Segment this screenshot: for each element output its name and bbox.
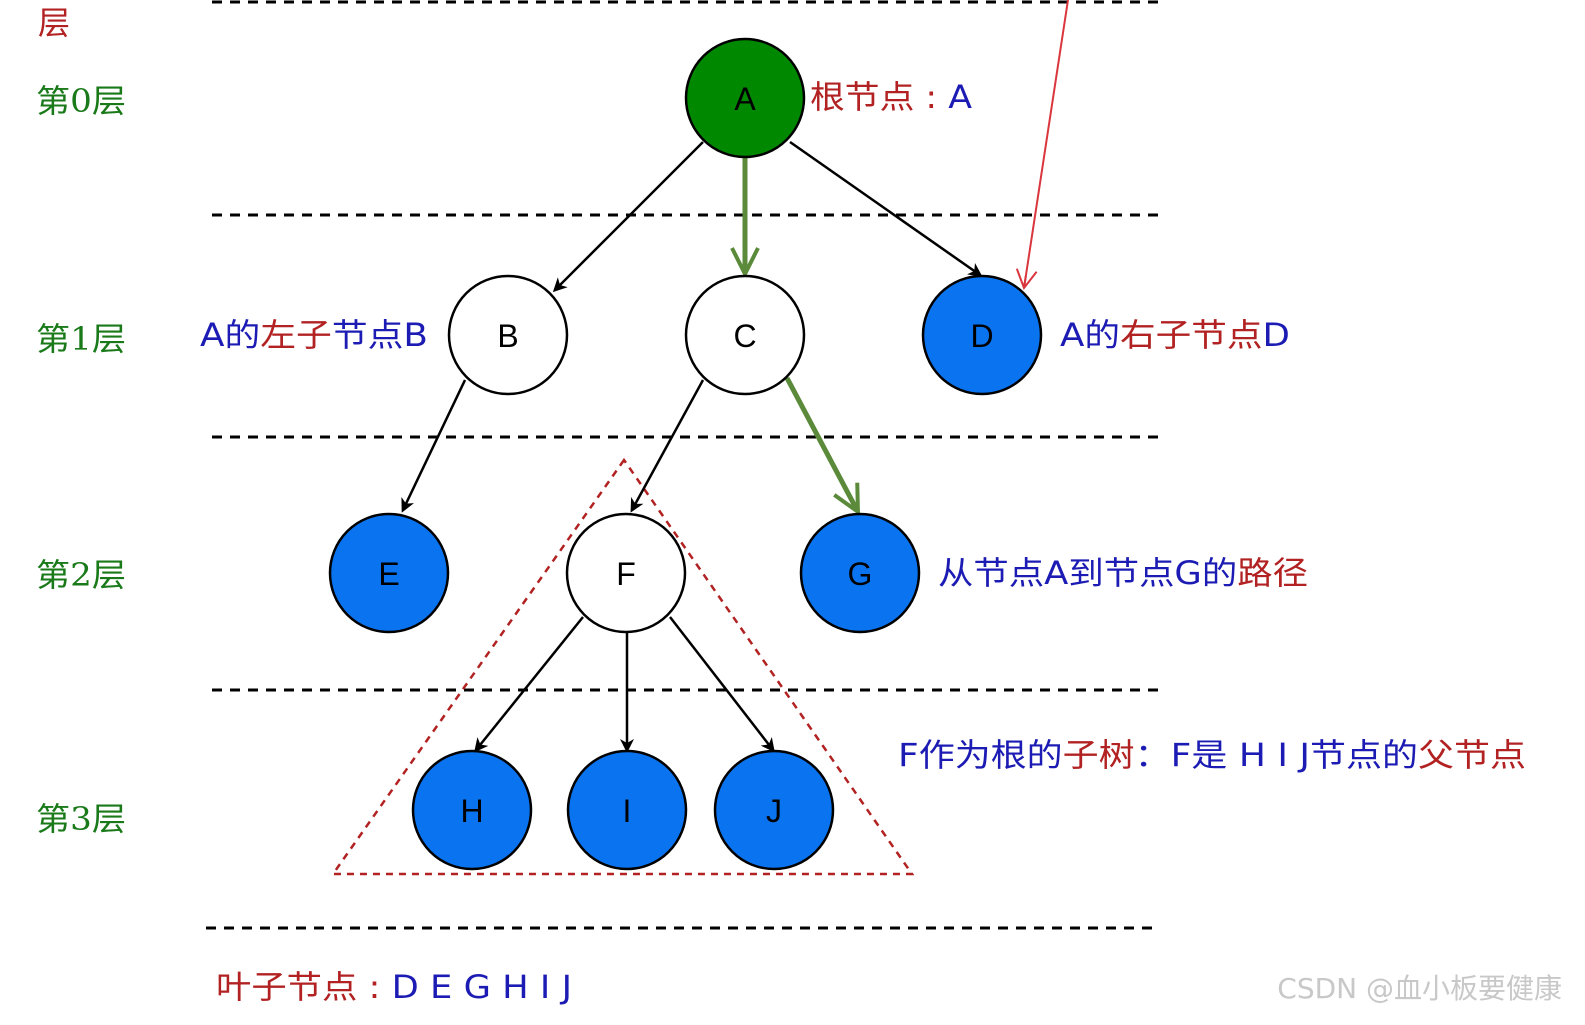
node-h[interactable]: H [411, 749, 533, 871]
node-e[interactable]: E [328, 512, 450, 634]
subtree-triangle [330, 457, 915, 876]
node-b[interactable]: B [447, 274, 569, 396]
edge-a-b [552, 141, 704, 293]
subtree-annotation-tail: 节点 [1454, 736, 1526, 774]
right-child-node-word: 节点 [1191, 316, 1262, 354]
path-annotation-text: 从节点A到节点G的 [938, 554, 1237, 592]
level-separators [206, 0, 1162, 930]
node-a[interactable]: A [684, 37, 806, 159]
left-child-parent: A [200, 316, 225, 354]
leaves-annotation-label: 叶子节点 : [216, 968, 392, 1006]
path-edges [730, 158, 861, 516]
node-c-circle [684, 274, 806, 396]
right-child-de: 的 [1084, 316, 1120, 354]
edge-c-g [784, 376, 861, 516]
subtree-annotation-parent: 父 [1418, 736, 1454, 774]
node-g-label: G [848, 556, 873, 592]
level-1-label: 第1层 [36, 320, 126, 358]
node-j-circle [713, 749, 835, 871]
level-0-label: 第0层 [36, 82, 126, 120]
root-annotation-node: A [948, 78, 972, 116]
level-heading: 层 [38, 4, 70, 42]
right-child-parent: A [1060, 316, 1084, 354]
path-annotation-term: 路径 [1237, 554, 1308, 592]
node-j[interactable]: J [713, 749, 835, 871]
edge-f-h [474, 616, 584, 753]
edge-c-f [630, 379, 705, 513]
subtree-annotation: F作为根的子树：F是 H I J节点的父节点 [898, 736, 1526, 774]
left-child-term: 左子 [260, 316, 332, 354]
leaves-annotation-list: D E G H I J [392, 968, 572, 1006]
root-annotation-prefix: 根节点 : [810, 78, 948, 116]
subtree-annotation-lead: F作为根的 [898, 736, 1063, 774]
node-b-circle [447, 274, 569, 396]
node-f[interactable]: F [565, 512, 687, 634]
subtree-annotation-term: 子树 [1063, 736, 1135, 774]
node-e-label: E [378, 556, 399, 592]
node-h-label: H [460, 793, 483, 829]
watermark: CSDN @血小板要健康 [1277, 972, 1562, 1005]
right-child-term: 右子 [1120, 316, 1191, 354]
node-d-circle [921, 274, 1043, 396]
edge-f-j [669, 616, 775, 753]
left-child-node-word: 节点 [332, 316, 404, 354]
level-3-label: 第3层 [36, 800, 126, 838]
node-a-label: A [734, 81, 756, 117]
edge-b-e [401, 379, 467, 513]
node-g-circle [799, 512, 921, 634]
right-child-node: D [1263, 316, 1290, 354]
node-c[interactable]: C [684, 274, 806, 396]
node-b-label: B [497, 318, 518, 354]
node-c-label: C [733, 318, 756, 354]
node-d[interactable]: D [921, 274, 1043, 396]
node-i-label: I [623, 793, 632, 829]
root-annotation: 根节点 : A [810, 78, 972, 116]
left-child-de: 的 [224, 316, 260, 354]
node-g[interactable]: G [799, 512, 921, 634]
node-e-circle [328, 512, 450, 634]
level-2-label: 第2层 [36, 556, 126, 594]
red-pointer-arrow [1015, 0, 1069, 291]
node-i-circle [566, 749, 688, 871]
path-annotation: 从节点A到节点G的路径 [938, 554, 1308, 592]
edges [401, 140, 983, 753]
leaves-annotation: 叶子节点 : D E G H I J [216, 968, 572, 1006]
node-i[interactable]: I [566, 749, 688, 871]
left-child-node: B [403, 316, 428, 354]
node-a-circle [684, 37, 806, 159]
node-f-circle [565, 512, 687, 634]
node-f-label: F [616, 556, 636, 592]
node-d-label: D [970, 318, 993, 354]
node-j-label: J [766, 793, 782, 829]
edge-a-d [789, 140, 983, 277]
node-h-circle [411, 749, 533, 871]
subtree-annotation-mid: ：F是 H I J节点的 [1135, 736, 1418, 774]
